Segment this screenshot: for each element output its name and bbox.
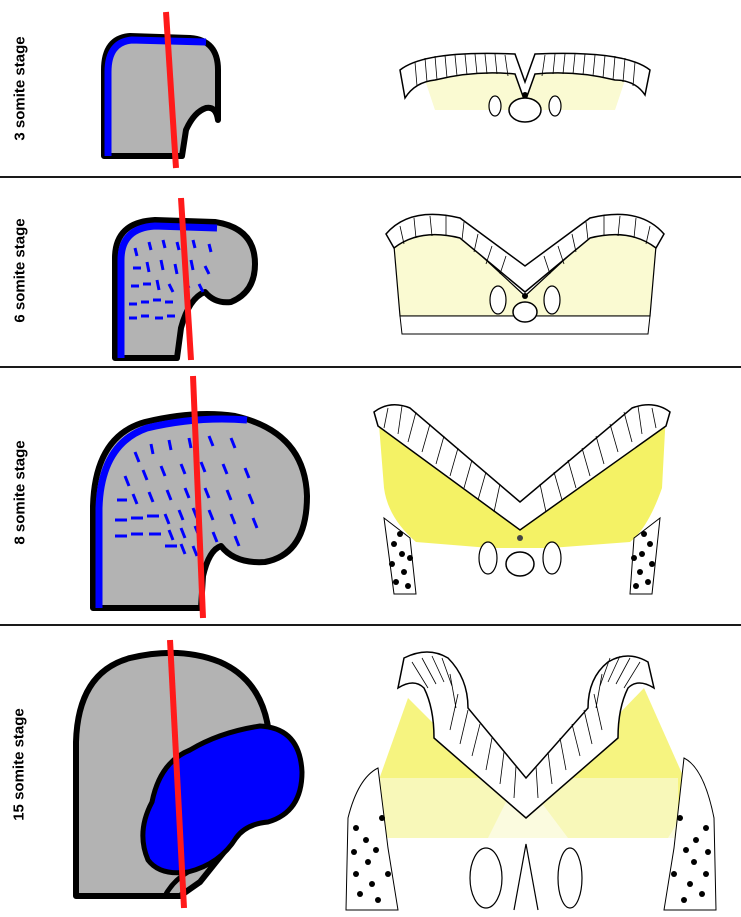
stage-panel-3-somite: 3 somite stage	[0, 0, 741, 176]
stage-label: 8 somite stage	[12, 433, 29, 553]
right-dorsal-aorta	[549, 96, 561, 116]
neural-plate-cross-section	[395, 40, 655, 135]
left-dorsal-aorta	[490, 286, 506, 314]
right-dorsal-aorta	[544, 286, 560, 314]
stage-panel-8-somite: 8 somite stage	[0, 368, 741, 624]
right-dorsal-aorta	[543, 542, 561, 574]
left-dorsal-aorta	[479, 542, 497, 574]
notochord	[506, 552, 534, 576]
neural-plate-cross-section	[370, 398, 675, 628]
notochord-wedge	[514, 844, 538, 910]
notochord	[513, 302, 537, 322]
stage-panel-15-somite: 15 somite stage	[0, 626, 741, 916]
embryo-head-lateral-view	[85, 376, 320, 621]
stage-panel-6-somite: 6 somite stage	[0, 178, 741, 366]
embryo-head-lateral-view	[70, 632, 310, 917]
head-fold-shape	[104, 36, 218, 156]
neural-plate-cross-section	[380, 206, 670, 346]
left-dorsal-aorta	[489, 96, 501, 116]
right-dorsal-aorta	[558, 848, 582, 908]
notochord	[509, 98, 541, 122]
stage-label: 15 somite stage	[11, 700, 28, 830]
embryo-head-lateral-view	[105, 188, 275, 363]
neural-tube-cross-section	[338, 648, 726, 912]
stage-label: 3 somite stage	[12, 29, 29, 149]
stage-label: 6 somite stage	[12, 211, 29, 331]
left-dorsal-aorta	[470, 848, 502, 908]
embryo-head-lateral-view	[90, 10, 250, 175]
